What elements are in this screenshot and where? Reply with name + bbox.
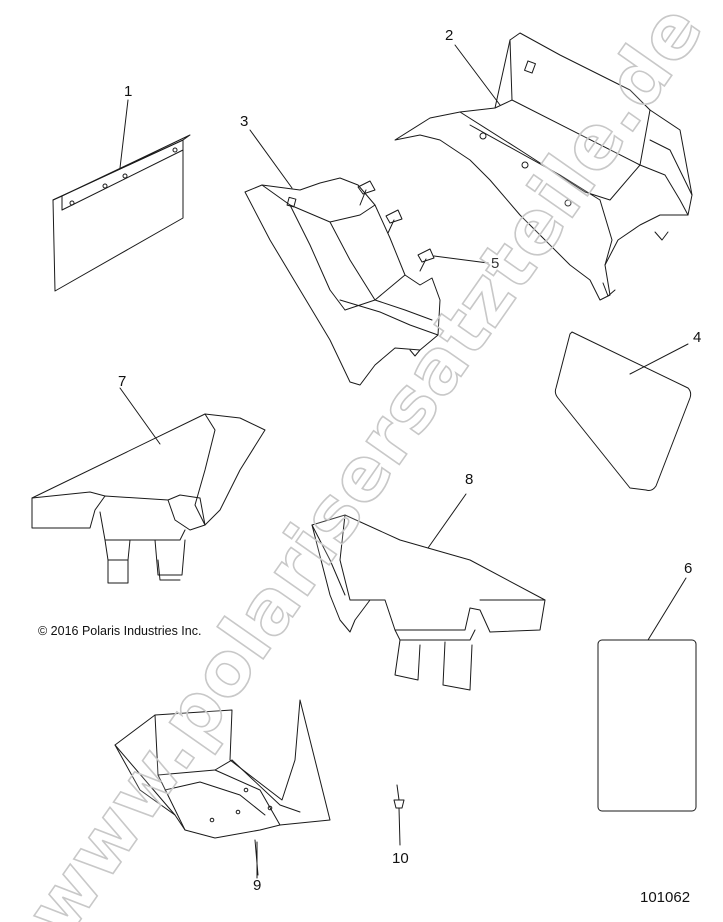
part-7-footwell-guard bbox=[31, 387, 266, 584]
callout-6: 6 bbox=[684, 560, 693, 577]
leader-lines bbox=[119, 44, 501, 879]
callout-3: 3 bbox=[240, 113, 249, 130]
callout-1: 1 bbox=[124, 83, 133, 100]
part-2-front-fender bbox=[394, 32, 693, 301]
part-5-fasteners bbox=[357, 180, 489, 272]
callout-4: 4 bbox=[693, 329, 702, 346]
part-3-side-panel bbox=[244, 177, 441, 386]
part-4-decal bbox=[554, 331, 692, 491]
callout-10: 10 bbox=[392, 850, 409, 867]
callout-9: 9 bbox=[253, 877, 262, 894]
callout-7: 7 bbox=[118, 373, 127, 390]
drawing-number: 101062 bbox=[640, 889, 691, 906]
part-8-footwell-guard bbox=[311, 493, 546, 691]
callout-8: 8 bbox=[465, 471, 474, 488]
callout-2: 2 bbox=[445, 27, 454, 44]
callout-5: 5 bbox=[491, 255, 500, 272]
part-6-decal bbox=[597, 577, 697, 812]
part-10-push-rivet bbox=[393, 784, 405, 846]
part-1-mud-flap bbox=[52, 134, 191, 292]
part-9-floor-tray bbox=[114, 699, 331, 876]
copyright-notice: © 2016 Polaris Industries Inc. bbox=[38, 624, 202, 638]
